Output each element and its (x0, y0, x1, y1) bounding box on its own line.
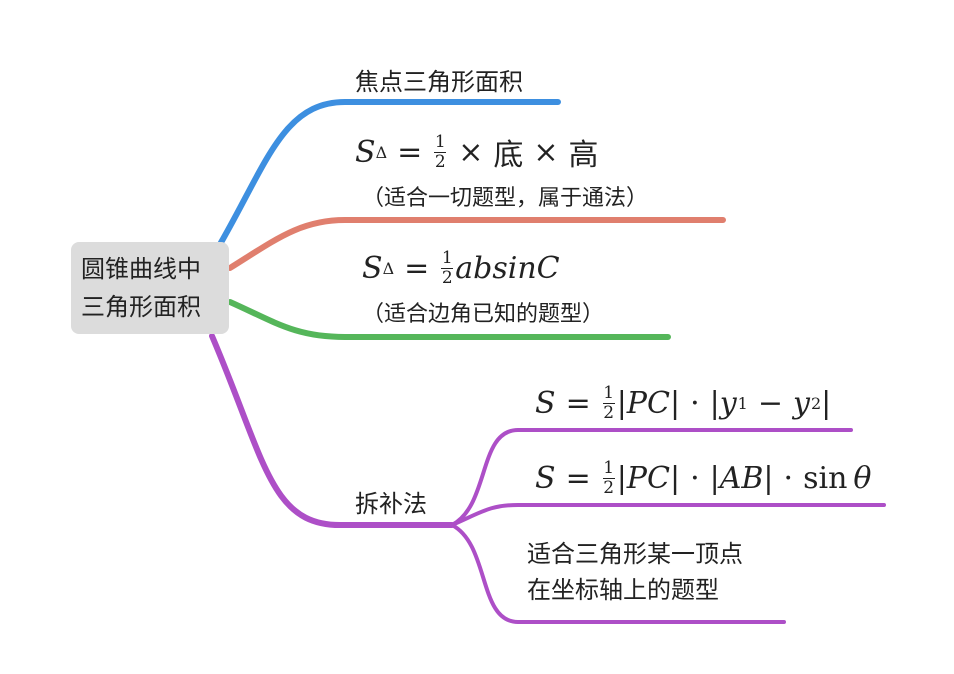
formula-sub-delta: Δ (375, 142, 388, 162)
split-method-label[interactable]: 拆补法 (355, 490, 427, 518)
formula-minus: − (757, 385, 783, 421)
formula-half: 1 2 (441, 247, 454, 288)
formula-sub-delta: Δ (382, 258, 395, 278)
formula-half: 1 2 (434, 131, 447, 172)
frac-num: 1 (603, 382, 615, 403)
sine-formula-note: （适合边角已知的题型） (362, 302, 605, 327)
formula-abs-close: | (821, 385, 832, 421)
formula-sub-1: 1 (737, 393, 748, 413)
formula-equals: = (397, 134, 423, 170)
formula-half: 1 2 (602, 457, 615, 498)
formula-s: S (535, 460, 556, 496)
split-note[interactable]: 适合三角形某一顶点 在坐标轴上的题型 (527, 536, 743, 608)
formula-s: S (355, 134, 376, 170)
split-note-line-1: 适合三角形某一顶点 (527, 540, 743, 568)
formula-equals: = (404, 250, 430, 286)
formula-times-1: × (458, 134, 484, 170)
frac-num: 1 (603, 457, 615, 478)
formula-s: S (362, 250, 383, 286)
root-line-2: 三角形面积 (81, 293, 201, 321)
frac-num: 1 (441, 247, 453, 268)
split-note-line-2: 在坐标轴上的题型 (527, 576, 719, 604)
formula-expression: absinC (455, 250, 560, 286)
root-node[interactable]: 圆锥曲线中 三角形面积 (71, 242, 229, 334)
frac-den: 2 (603, 477, 615, 498)
frac-bar (602, 477, 615, 479)
formula-height: 高 (568, 138, 599, 173)
link-split-formula1 (450, 428, 853, 527)
formula-s: S (535, 385, 556, 421)
formula-times-2: × (533, 134, 559, 170)
frac-den: 2 (434, 151, 446, 172)
link-focal-formula (227, 217, 726, 271)
root-line-1: 圆锥曲线中 (81, 255, 201, 283)
link-split (209, 333, 455, 528)
formula-ab: |AB| (709, 460, 774, 496)
formula-sin: sin (803, 460, 848, 496)
formula-pc: |PC| (616, 385, 681, 421)
formula-equals: = (565, 460, 591, 496)
formula-sub-2: 2 (810, 393, 822, 413)
frac-bar (602, 402, 615, 404)
formula-dot-2: · (783, 460, 794, 496)
focal-triangle-label[interactable]: 焦点三角形面积 (355, 68, 523, 96)
formula-dot: · (690, 385, 700, 421)
formula-y2: y (793, 385, 810, 421)
link-sine (227, 299, 671, 340)
formula-equals: = (565, 385, 591, 421)
link-focal (209, 99, 561, 261)
formula-pc: |PC| (616, 460, 681, 496)
frac-num: 1 (434, 131, 446, 152)
frac-den: 2 (441, 267, 453, 288)
link-split-note (450, 523, 786, 624)
frac-bar (434, 151, 447, 153)
formula-y1: |y (709, 385, 737, 421)
formula-dot-1: · (690, 460, 700, 496)
focal-formula-note: （适合一切题型，属于通法） (362, 186, 649, 211)
link-split-formula2 (450, 503, 886, 527)
formula-half: 1 2 (602, 382, 615, 423)
frac-den: 2 (603, 402, 615, 423)
formula-theta: θ (853, 460, 872, 496)
split-formula-2[interactable]: S = 1 2 |PC| · |AB| · sin θ (535, 457, 871, 499)
formula-base: 底 (493, 138, 524, 173)
frac-bar (441, 267, 454, 269)
